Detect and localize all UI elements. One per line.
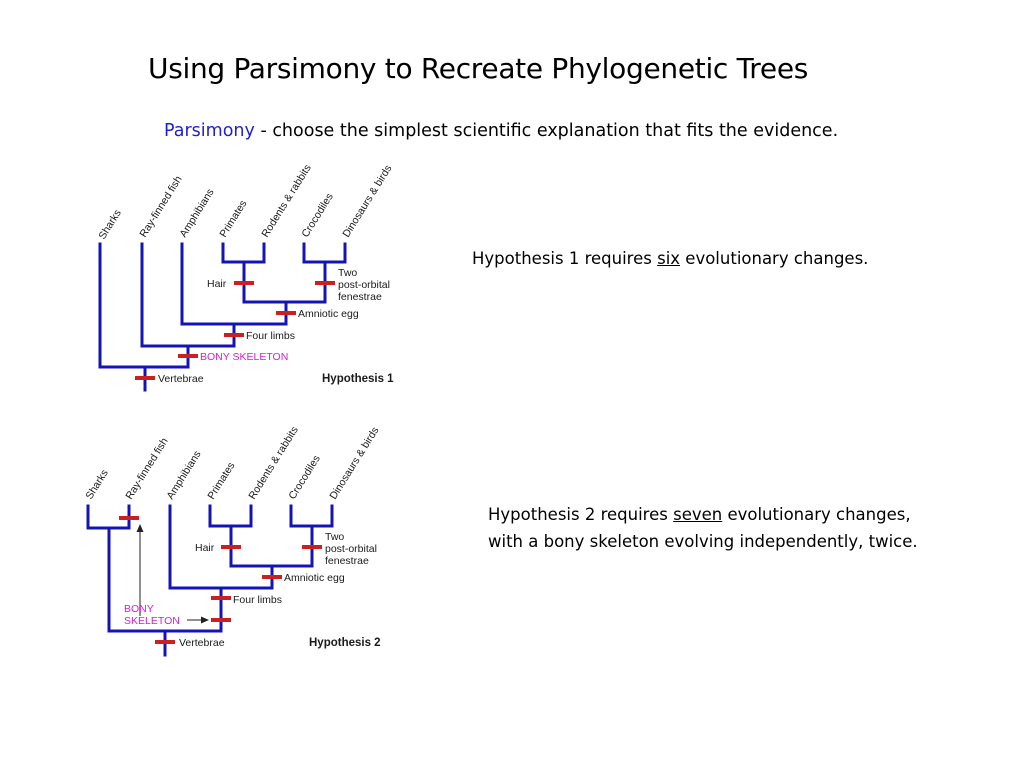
h1-label-amniotic: Amniotic egg [298, 308, 359, 320]
h2-label-vertebrae: Vertebrae [179, 637, 225, 649]
parsimony-definition: Parsimony - choose the simplest scientif… [164, 121, 838, 141]
h2-label-limbs: Four limbs [233, 594, 282, 606]
hypothesis-1-text: Hypothesis 1 requires six evolutionary c… [472, 245, 868, 272]
definition-text: - choose the simplest scientific explana… [254, 121, 839, 141]
h2-branch-sharks [86, 504, 111, 633]
h1-label-fenestrae-2: post-orbital [338, 279, 390, 291]
h2-caption: Hypothesis 2 [309, 637, 381, 649]
h2-branch-reptiles [289, 504, 334, 528]
h2-label-amniotic: Amniotic egg [284, 572, 345, 584]
h2-branch-ray-finned [107, 504, 131, 530]
h1-caption: Hypothesis 1 [322, 373, 394, 385]
h1-label-fenestrae-3: fenestrae [338, 291, 382, 303]
h2-arrow-up-head [136, 524, 144, 532]
h2-label-hair: Hair [195, 542, 215, 554]
h2-taxon-sharks: Sharks [83, 468, 110, 502]
h2-taxon-crocodiles: Crocodiles [286, 453, 322, 501]
h2-text-after: evolutionary changes, [722, 505, 911, 524]
h2-taxon-ray-finned-fish: Ray-finned fish [123, 436, 170, 502]
h2-text-line-2: with a bony skeleton evolving independen… [488, 532, 918, 551]
h2-text-line-1: Hypothesis 2 requires seven evolutionary… [488, 501, 918, 528]
h1-label-hair: Hair [207, 278, 227, 290]
hypothesis-2-text: Hypothesis 2 requires seven evolutionary… [488, 501, 918, 555]
h1-text-after: evolutionary changes. [680, 249, 869, 268]
h2-label-bony-1: BONY [124, 603, 154, 615]
h2-label-fenestrae-2: post-orbital [325, 543, 377, 555]
h2-branch-primates [208, 504, 253, 528]
h1-text-emphasis: six [657, 249, 681, 268]
h2-arrow-right-head [201, 616, 209, 624]
h2-taxon-amphibians: Amphibians [164, 449, 203, 502]
h2-text-emphasis: seven [673, 505, 723, 524]
h1-label-limbs: Four limbs [246, 330, 295, 342]
h2-text-before: Hypothesis 2 requires [488, 505, 674, 524]
h1-label-vertebrae: Vertebrae [158, 373, 204, 385]
h2-label-fenestrae-3: fenestrae [325, 555, 369, 567]
h1-text-before: Hypothesis 1 requires [472, 249, 658, 268]
definition-term: Parsimony [164, 121, 255, 141]
slide-title: Using Parsimony to Recreate Phylogenetic… [148, 52, 809, 85]
h1-label-fenestrae-1: Two [338, 267, 357, 279]
h2-taxon-primates: Primates [205, 460, 237, 502]
h2-taxon-dinosaurs-birds: Dinosaurs & birds [327, 425, 381, 502]
h2-label-bony-2: SKELETON [124, 615, 180, 627]
h1-label-bony-skeleton: BONY SKELETON [200, 351, 288, 363]
h2-label-fenestrae-1: Two [325, 531, 344, 543]
